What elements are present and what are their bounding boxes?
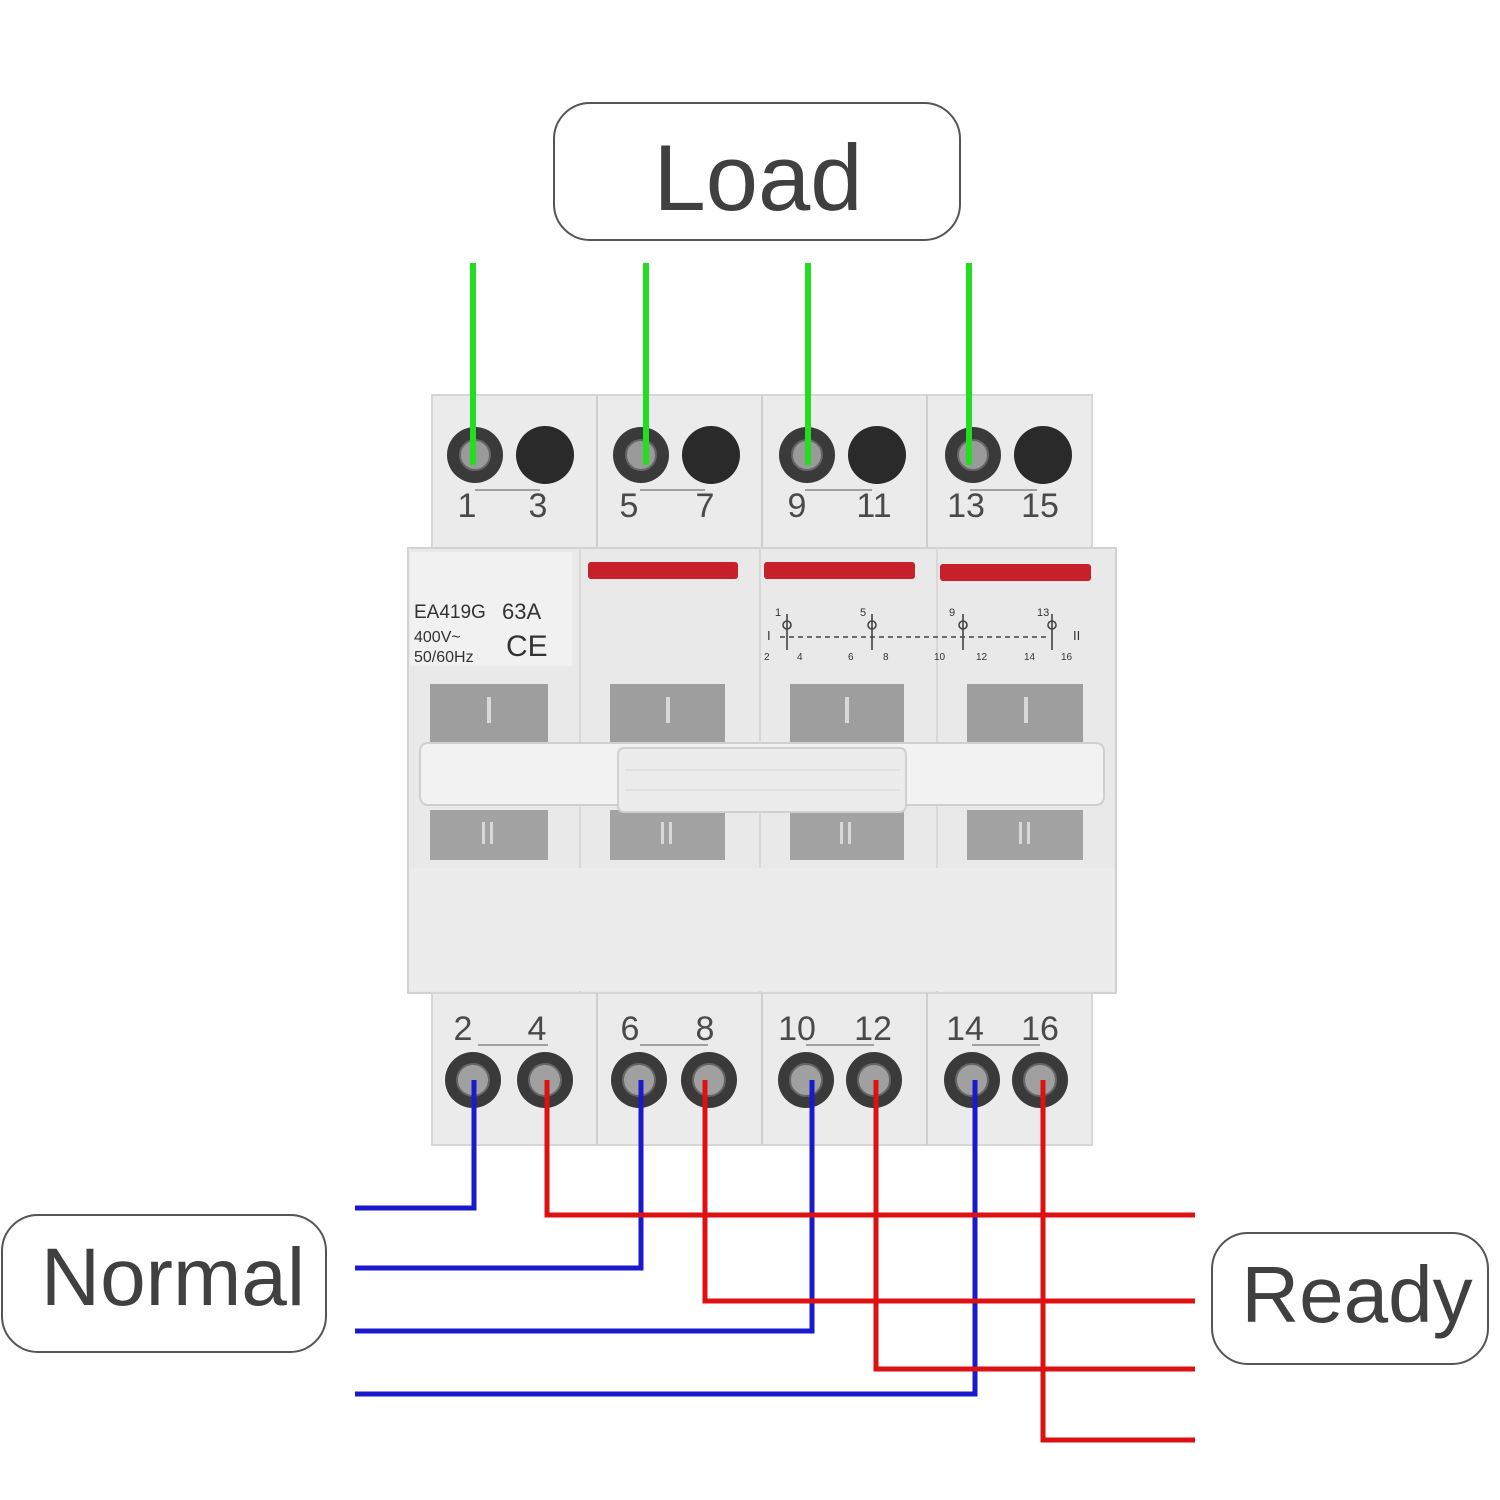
current-rating-text: 63A [502, 599, 541, 624]
terminal-number: 16 [1021, 1010, 1059, 1048]
screw-terminal[interactable] [778, 1052, 834, 1108]
ready-wire [544, 1080, 1195, 1218]
ready-wire [1040, 1080, 1195, 1443]
load-wires [470, 263, 972, 465]
ready-wire [873, 1080, 1195, 1372]
terminal-number: 5 [620, 487, 639, 525]
schematic-label: 14 [1024, 652, 1036, 663]
normal-wire [355, 1080, 477, 1211]
terminal-number: 6 [621, 1010, 640, 1048]
schematic-label: 9 [949, 607, 955, 619]
toggle-windows [430, 684, 1083, 860]
schematic-label: 4 [797, 652, 803, 663]
normal-label: Normal [41, 1232, 305, 1323]
schematic-label: 2 [764, 652, 770, 663]
schematic-label: 8 [883, 652, 889, 663]
schematic-label: 1 [775, 607, 781, 619]
schematic-label: 10 [934, 652, 946, 663]
schematic-pos-two: II [1073, 628, 1080, 643]
schematic-pos-one: I [767, 628, 771, 643]
terminal-number: 2 [454, 1010, 473, 1048]
screw-terminal[interactable] [1012, 1052, 1068, 1108]
empty-terminal [516, 426, 574, 484]
ready-label-box: Ready [1211, 1232, 1489, 1365]
empty-terminal [848, 426, 906, 484]
schematic-label: 6 [848, 652, 854, 663]
screw-terminal[interactable] [944, 1052, 1000, 1108]
indicator-strip [764, 562, 915, 579]
ce-mark: CE [506, 630, 548, 663]
indicator-strip [940, 564, 1091, 581]
terminal-number: 13 [947, 487, 985, 525]
terminal-number: 14 [946, 1010, 984, 1048]
model-text: EA419G [414, 602, 486, 623]
schematic-label: 12 [976, 652, 988, 663]
frequency-text: 50/60Hz [414, 649, 474, 666]
empty-terminal [1014, 426, 1072, 484]
terminal-number: 7 [696, 487, 715, 525]
terminal-number: 12 [854, 1010, 892, 1048]
terminal-number: 15 [1021, 487, 1059, 525]
terminal-number: 8 [696, 1010, 715, 1048]
screw-terminal[interactable] [945, 427, 1001, 483]
load-label-box: Load [553, 102, 961, 241]
load-label: Load [653, 125, 862, 230]
normal-wire [355, 1080, 815, 1334]
changeover-switch-device: EA419G 63A 400V~ CE 50/60Hz 1 5 9 13 I I… [407, 394, 1117, 1146]
contact-schematic [780, 614, 1057, 650]
empty-terminal [682, 426, 740, 484]
voltage-text: 400V~ [414, 629, 461, 646]
screw-terminal[interactable] [681, 1052, 737, 1108]
terminal-number: 4 [528, 1010, 547, 1048]
terminal-number: 9 [788, 487, 807, 525]
normal-label-box: Normal [1, 1214, 327, 1353]
normal-wire [355, 1080, 644, 1271]
schematic-label: 13 [1037, 607, 1049, 619]
ready-wire [702, 1080, 1195, 1304]
terminal-number: 1 [458, 487, 477, 525]
terminal-number: 11 [856, 487, 891, 525]
normal-wire [355, 1080, 978, 1397]
terminal-number: 10 [778, 1010, 816, 1048]
position-marks [482, 697, 1030, 844]
ready-label: Ready [1241, 1250, 1472, 1339]
rating-label-panel [410, 552, 572, 666]
indicator-strip [588, 562, 738, 579]
schematic-label: 16 [1061, 652, 1073, 663]
schematic-label: 5 [860, 607, 866, 619]
normal-wires [355, 1080, 978, 1397]
terminal-number: 3 [529, 487, 548, 525]
ready-wires [544, 1080, 1195, 1443]
screw-terminal[interactable] [613, 427, 669, 483]
